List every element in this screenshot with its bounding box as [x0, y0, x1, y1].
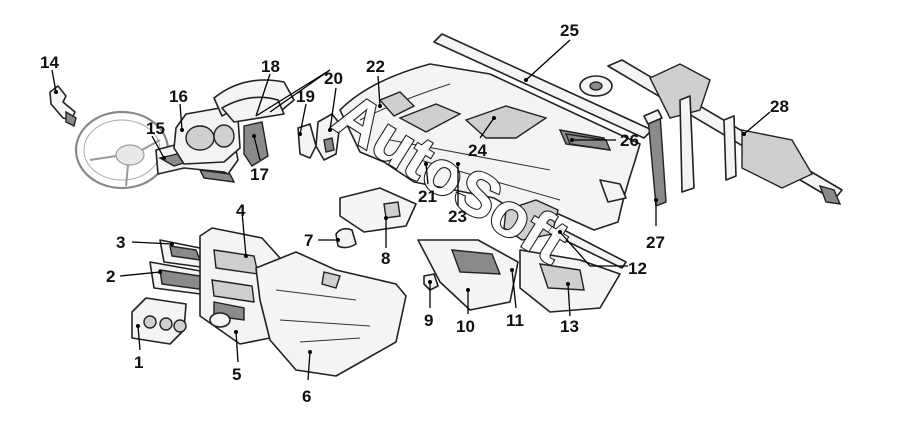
callout-15: 15	[146, 119, 165, 138]
callout-labels: 14 16 15 18 17 20 19 22 25 28 26 24 21 2…	[40, 21, 789, 406]
callout-17: 17	[250, 165, 269, 184]
callout-16: 16	[169, 87, 188, 106]
parts-artwork	[49, 33, 843, 377]
callout-18: 18	[261, 57, 280, 76]
callout-14: 14	[40, 53, 59, 72]
part-1-control-panel	[131, 297, 187, 345]
part-14-stalk	[49, 85, 77, 128]
part-26-grille	[564, 133, 612, 151]
callout-3: 3	[116, 233, 125, 252]
callout-21: 21	[418, 187, 437, 206]
callout-22: 22	[366, 57, 385, 76]
part-6-floor-console	[255, 251, 407, 377]
part-8-lower-panel	[339, 187, 417, 233]
part-16-cluster	[173, 107, 269, 167]
callout-13: 13	[560, 317, 579, 336]
callout-9: 9	[424, 311, 433, 330]
leader-lines	[51, 39, 771, 381]
callout-25: 25	[560, 21, 579, 40]
part-12-strip	[555, 227, 627, 269]
callout-23: 23	[448, 207, 467, 226]
callout-20: 20	[324, 69, 343, 88]
callout-26: 26	[620, 131, 639, 150]
part-27-bracket	[643, 109, 667, 207]
callout-1: 1	[134, 353, 143, 372]
callout-12: 12	[628, 259, 647, 278]
part-speaker	[579, 75, 613, 97]
callout-7: 7	[304, 231, 313, 250]
part-18-hood	[213, 79, 295, 123]
part-7-vent	[335, 227, 357, 249]
callout-19: 19	[296, 87, 315, 106]
callout-24: 24	[468, 141, 487, 160]
part-19-20-brackets	[297, 113, 341, 161]
steering-wheel	[74, 110, 170, 190]
callout-11: 11	[506, 311, 524, 330]
callout-28: 28	[770, 97, 789, 116]
callout-27: 27	[646, 233, 665, 252]
callout-8: 8	[381, 249, 390, 268]
callout-10: 10	[456, 317, 475, 336]
callout-4: 4	[236, 201, 246, 220]
part-4-5-center-console	[199, 227, 281, 345]
part-passenger-airbag	[503, 199, 559, 241]
callout-5: 5	[232, 365, 241, 384]
callout-2: 2	[106, 267, 115, 286]
part-28-cross-beam	[607, 59, 843, 205]
callout-6: 6	[302, 387, 311, 406]
